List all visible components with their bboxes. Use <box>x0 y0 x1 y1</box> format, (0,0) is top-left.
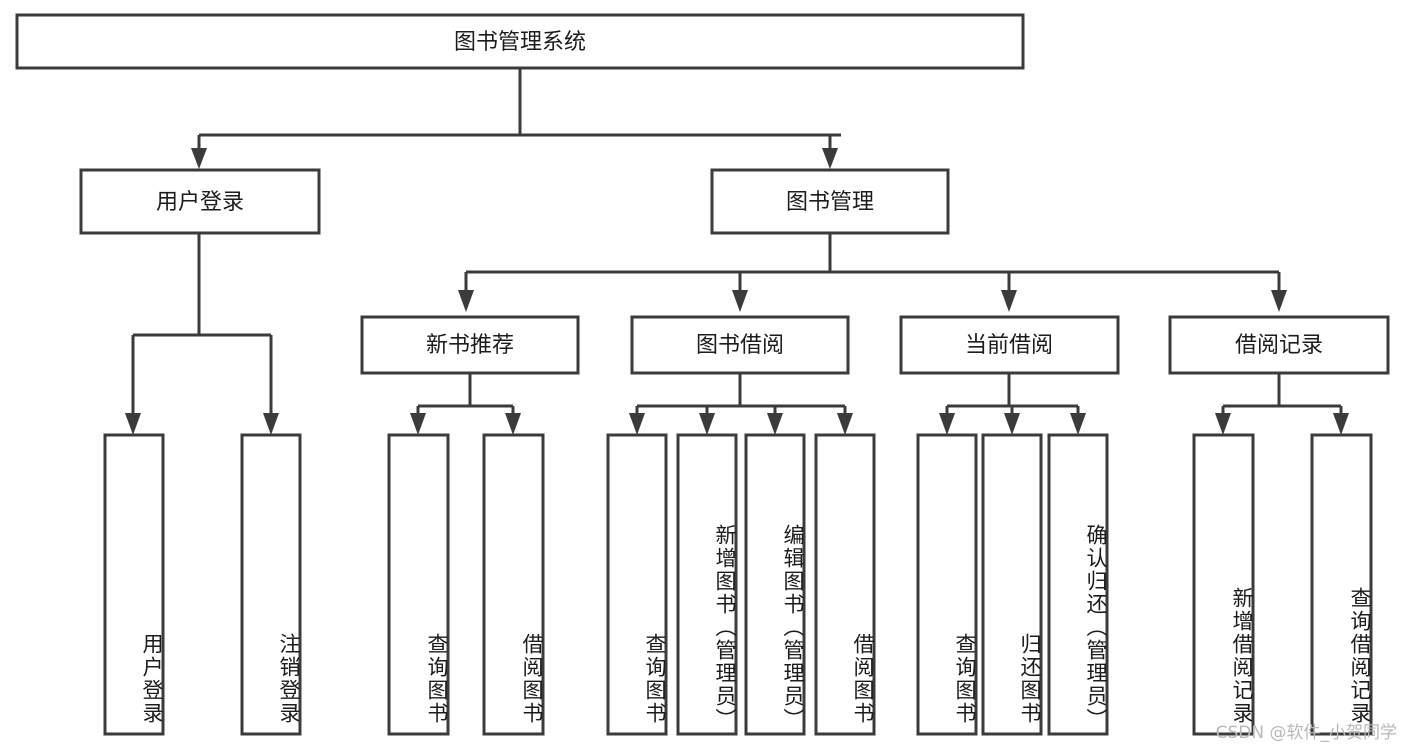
node-book-borrow-label: 图书借阅 <box>696 333 784 358</box>
node-borrow-record-label: 借阅记录 <box>1235 333 1323 358</box>
connector-group-current <box>939 373 1086 435</box>
connector-group-user-login <box>125 233 279 435</box>
node-user-login[interactable] <box>79 168 321 235</box>
node-leaf-borrow-book[interactable] <box>814 433 876 736</box>
node-user-login-label: 用户登录 <box>156 190 244 215</box>
node-leaf-user-login[interactable] <box>103 433 165 736</box>
node-book-management[interactable] <box>710 168 950 235</box>
node-leaf-query-borrow-record[interactable] <box>1310 433 1373 736</box>
connector-group-root <box>191 68 841 169</box>
node-leaf-borrow-book-new[interactable] <box>482 433 545 736</box>
node-leaf-query-book-new[interactable] <box>387 433 450 736</box>
node-leaf-confirm-return-admin[interactable] <box>1047 433 1109 736</box>
node-book-borrow[interactable] <box>630 315 850 375</box>
node-root-label: 图书管理系统 <box>454 30 586 55</box>
connector-group-borrow <box>629 373 853 435</box>
watermark-text: CSDN @软件_小贺同学 <box>1215 723 1397 743</box>
node-borrow-record[interactable] <box>1168 315 1390 375</box>
connector-group-book-mgmt <box>458 233 1287 312</box>
node-leaf-add-borrow-record[interactable] <box>1192 433 1255 736</box>
node-new-book-recommend-label: 新书推荐 <box>426 333 514 358</box>
node-root[interactable] <box>15 13 1025 70</box>
connector-group-new-book <box>410 373 521 435</box>
node-leaf-query-book-current[interactable] <box>916 433 978 736</box>
connector-group-record <box>1215 373 1349 435</box>
node-leaf-add-book-admin[interactable] <box>676 433 738 736</box>
node-leaf-query-book-borrow[interactable] <box>606 433 668 736</box>
node-new-book-recommend[interactable] <box>360 315 580 375</box>
node-current-borrow[interactable] <box>899 315 1120 375</box>
node-leaf-logout[interactable] <box>240 433 302 736</box>
node-leaf-edit-book-admin[interactable] <box>744 433 806 736</box>
node-current-borrow-label: 当前借阅 <box>965 333 1053 358</box>
node-book-management-label: 图书管理 <box>786 190 874 215</box>
node-leaf-return-book[interactable] <box>981 433 1043 736</box>
